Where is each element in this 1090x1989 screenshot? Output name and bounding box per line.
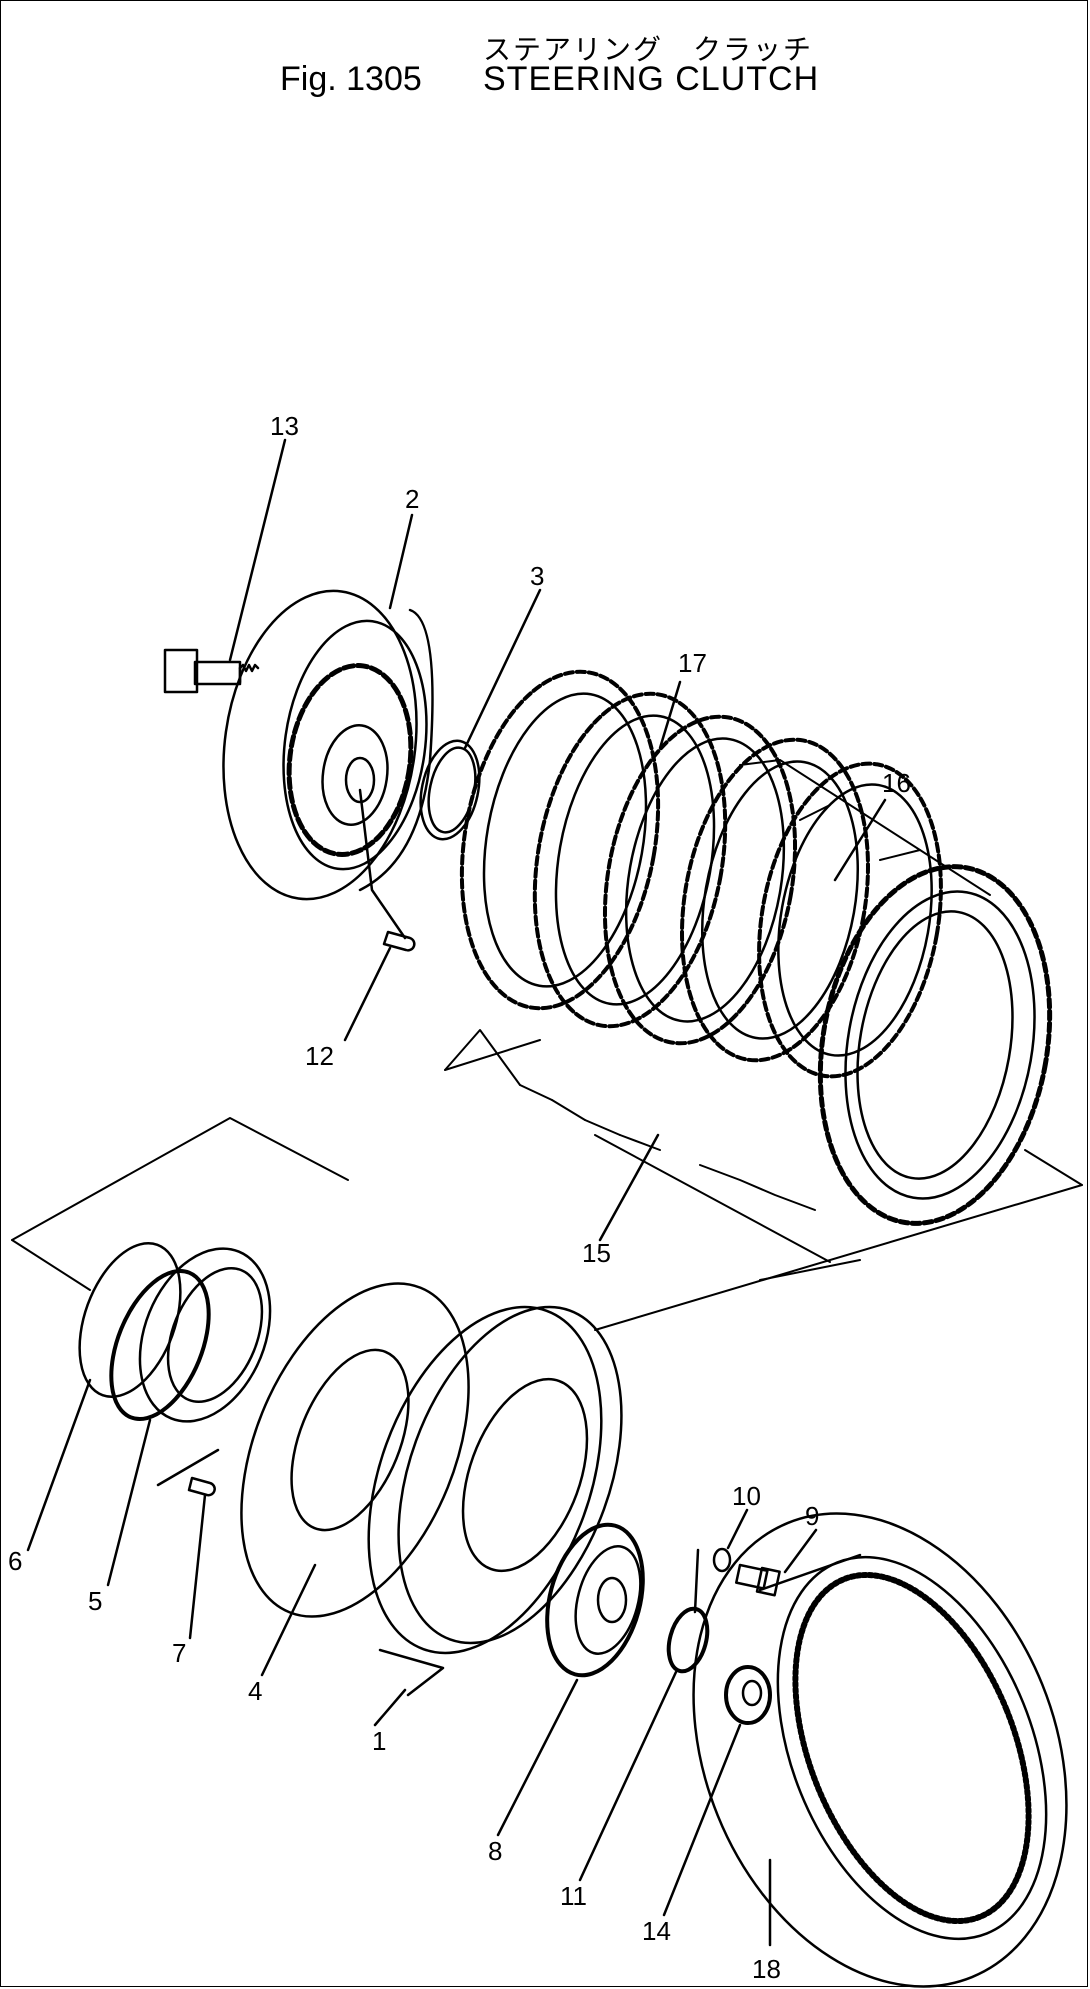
callout-17: 17 bbox=[678, 648, 707, 678]
callout-2: 2 bbox=[405, 484, 419, 514]
part-13-bolt bbox=[163, 648, 260, 694]
title-english: STEERING CLUTCH bbox=[483, 60, 820, 98]
disc-stack-brackets bbox=[444, 759, 1083, 1331]
part-11-lock-plate bbox=[666, 1548, 710, 1674]
part-18-housing bbox=[692, 1512, 1068, 1988]
part-12-pin bbox=[382, 930, 416, 952]
part-2-hub bbox=[222, 589, 434, 901]
callout-18: 18 bbox=[752, 1954, 781, 1984]
title-japanese: ステアリング クラッチ bbox=[483, 33, 814, 66]
figure-number: Fig. 1305 bbox=[280, 60, 422, 98]
part-1-drum bbox=[367, 1305, 623, 1655]
part-7-pin bbox=[187, 1476, 216, 1497]
part-9-bolt bbox=[735, 1563, 781, 1597]
part-10-washer bbox=[712, 1547, 732, 1573]
part-4-plate bbox=[240, 1282, 470, 1618]
part-17-15-disc-stack bbox=[459, 669, 1053, 1226]
callout-9: 9 bbox=[805, 1501, 819, 1531]
callout-13: 13 bbox=[270, 411, 299, 441]
part-6-o-ring bbox=[78, 1242, 182, 1398]
callout-15: 15 bbox=[582, 1238, 611, 1268]
callout-12: 12 bbox=[305, 1041, 334, 1071]
left-bracket bbox=[11, 1117, 349, 1291]
part-5-piston bbox=[109, 1247, 272, 1423]
callout-8: 8 bbox=[488, 1836, 502, 1866]
callout-1: 1 bbox=[372, 1726, 386, 1756]
callout-16: 16 bbox=[882, 768, 911, 798]
callout-7: 7 bbox=[172, 1638, 186, 1668]
callout-3: 3 bbox=[530, 561, 544, 591]
part-14-nut bbox=[724, 1665, 772, 1725]
callout-4: 4 bbox=[248, 1676, 262, 1706]
callout-6: 6 bbox=[8, 1546, 22, 1576]
callout-11: 11 bbox=[560, 1881, 587, 1911]
callout-14: 14 bbox=[642, 1916, 671, 1946]
part-8-cover bbox=[545, 1522, 645, 1678]
callout-5: 5 bbox=[88, 1586, 102, 1616]
leader-lines bbox=[26, 438, 887, 1947]
callout-10: 10 bbox=[732, 1481, 761, 1511]
